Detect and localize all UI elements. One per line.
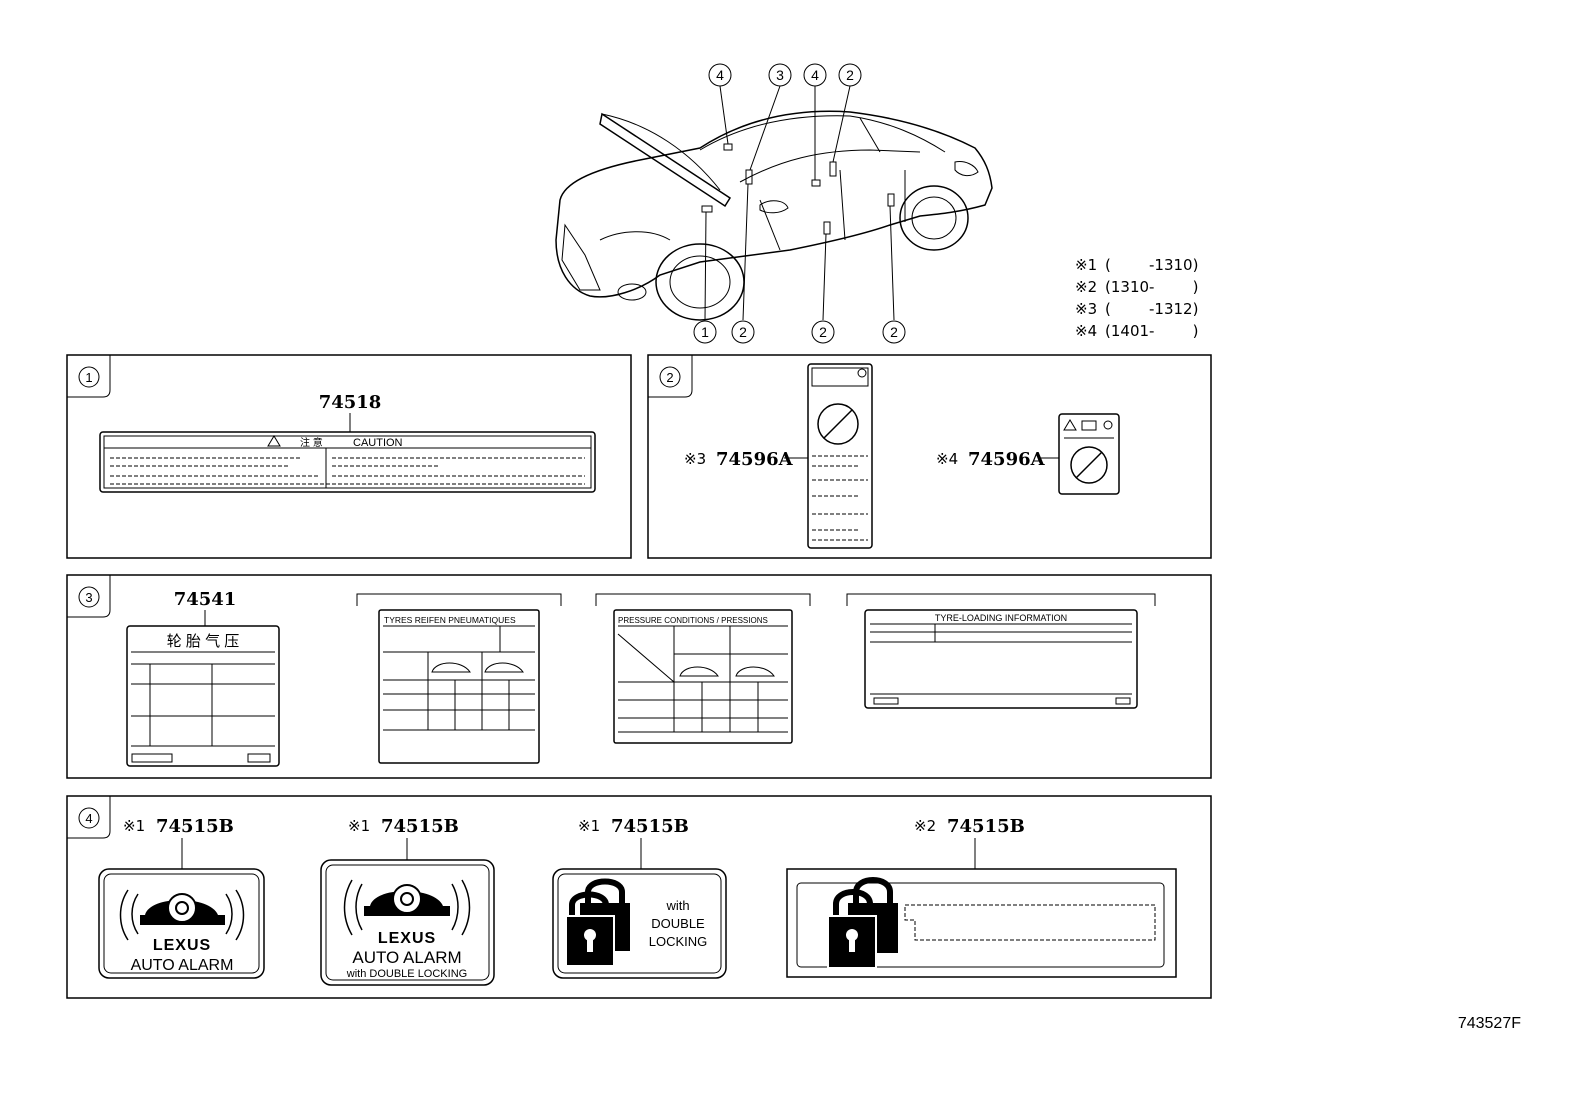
- no-child-seat-icon: [1070, 446, 1108, 484]
- section-index-circle: [78, 807, 100, 829]
- car-load-icon: [431, 662, 524, 673]
- part-number: 74596A: [716, 449, 794, 470]
- callout-label: 4: [811, 67, 819, 83]
- auto-alarm-label: [98, 868, 265, 979]
- label-line: with: [665, 898, 689, 913]
- callout-label: 2: [739, 324, 747, 340]
- note-range: (1310- ): [1105, 278, 1198, 296]
- manual-icon: [1081, 420, 1097, 431]
- section-index-circle: [78, 366, 100, 388]
- caution-label: [99, 431, 596, 493]
- callouts-bottom: 1 2 2 2: [693, 183, 906, 344]
- label-line: AUTO ALARM: [352, 948, 461, 967]
- section-1-box: 1 74518 注 意 CAUTION: [66, 354, 632, 559]
- callout-label: 4: [716, 67, 724, 83]
- part-number: 74518: [319, 392, 382, 413]
- variant-mark: ※1: [578, 817, 600, 835]
- variant-mark: ※4: [936, 450, 958, 468]
- label-line: AUTO ALARM: [131, 957, 234, 974]
- section-3-box: 3 74541 轮 胎 气 压 TYRES REIFEN PNEUMATIQUE…: [66, 574, 1212, 779]
- variant-mark: ※3: [684, 450, 706, 468]
- callout-label: 1: [701, 324, 709, 340]
- callout-label: 2: [890, 324, 898, 340]
- tyre-pressure-label-cn: [126, 625, 280, 767]
- part-number: 74515B: [611, 816, 689, 837]
- note-mark: ※3: [1075, 300, 1097, 318]
- label-line: LOCKING: [649, 934, 708, 949]
- callout-label: 2: [846, 67, 854, 83]
- tyre-loading-label: [864, 609, 1138, 709]
- car-load-icon: [679, 666, 775, 677]
- tyre-pressure-label-conditions: [613, 609, 793, 744]
- airbag-label-small: [1058, 413, 1120, 495]
- section-index: 1: [85, 370, 92, 385]
- section-index: 4: [85, 811, 92, 826]
- double-locking-wide-label: [786, 868, 1177, 978]
- section-2-box: 2 ※3 74596A ※4 74596A: [647, 354, 1212, 559]
- label-title: 轮 胎 气 压: [167, 633, 240, 650]
- callout-circle: [811, 320, 835, 344]
- brand-logo-text: LEXUS: [153, 937, 211, 954]
- section-index-circle: [659, 366, 681, 388]
- warning-icon: [1063, 419, 1077, 431]
- label-line: with DOUBLE LOCKING: [346, 968, 467, 980]
- callout-circle: [708, 63, 732, 87]
- callout-label: 2: [819, 324, 827, 340]
- label-title: TYRE-LOADING INFORMATION: [935, 613, 1067, 623]
- callout-circle: [882, 320, 906, 344]
- note-mark: ※4: [1075, 322, 1097, 340]
- auto-alarm-double-locking-label: [320, 859, 495, 986]
- callout-circle: [803, 63, 827, 87]
- callouts-top: 4 3 4 2: [708, 63, 862, 180]
- section-index: 3: [85, 590, 92, 605]
- variant-mark: ※1: [348, 817, 370, 835]
- label-title: TYRES REIFEN PNEUMATIQUES: [384, 615, 516, 625]
- note-mark: ※2: [1075, 278, 1097, 296]
- part-number: 74541: [174, 589, 237, 610]
- warning-icon: [267, 435, 281, 447]
- section-index-circle: [78, 586, 100, 608]
- note-range: ( -1310): [1105, 256, 1198, 274]
- airbag-label-tall: [807, 363, 873, 549]
- callout-circle: [731, 320, 755, 344]
- no-child-seat-icon: [817, 403, 859, 445]
- padlock-icon: [833, 889, 873, 918]
- part-number: 74515B: [947, 816, 1025, 837]
- figure-code: 743527F: [1458, 1015, 1521, 1032]
- part-number: 74515B: [156, 816, 234, 837]
- variant-notes: ※1 ( -1310) ※2 (1310- ) ※3 ( -1312) ※4 (…: [1075, 256, 1198, 340]
- brand-logo-text: LEXUS: [378, 930, 436, 947]
- callout-circle: [693, 320, 717, 344]
- label-line: DOUBLE: [651, 916, 705, 931]
- part-number: 74596A: [968, 449, 1046, 470]
- note-range: (1401- ): [1105, 322, 1198, 340]
- note-range: ( -1312): [1105, 300, 1198, 318]
- callout-circle: [838, 63, 862, 87]
- variant-mark: ※1: [123, 817, 145, 835]
- section-index: 2: [666, 370, 673, 385]
- label-title: PRESSURE CONDITIONS / PRESSIONS: [618, 616, 768, 625]
- callout-circle: [768, 63, 792, 87]
- padlock-icon: [569, 891, 609, 918]
- variant-mark: ※2: [914, 817, 936, 835]
- caution-cn: 注 意: [300, 436, 323, 449]
- tyre-pressure-label-eu: [378, 609, 540, 764]
- double-locking-label: [552, 868, 727, 979]
- callout-label: 3: [776, 67, 784, 83]
- note-mark: ※1: [1075, 256, 1097, 274]
- caution-text: CAUTION: [353, 437, 403, 449]
- section-4-box: 4 ※1 74515B LEXUS AUTO ALARM ※1 74515B L…: [66, 795, 1212, 999]
- part-number: 74515B: [381, 816, 459, 837]
- car-illustration: [555, 110, 993, 321]
